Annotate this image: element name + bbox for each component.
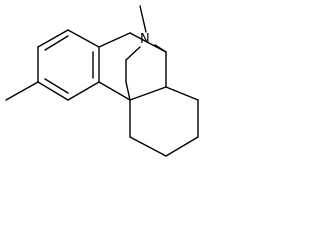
bond-aromatic-1	[37, 29, 69, 48]
bond-ring-ch2	[98, 32, 131, 48]
bond-aromatic-1-inner	[44, 35, 69, 51]
bond-aromatic-5	[37, 81, 69, 101]
nitrogen-atom-label: N	[140, 32, 150, 47]
bond-cyclohexane-5	[165, 86, 199, 101]
bond-ethano-quaternary	[125, 81, 131, 101]
bond-c14-quaternary	[129, 86, 167, 101]
bond-aryl-methyl	[5, 81, 39, 101]
bond-n-ethano	[125, 46, 141, 61]
chemical-structure-diagram: N	[5, 5, 199, 157]
bond-aromatic-2	[67, 29, 100, 48]
bond-n-methyl	[139, 5, 147, 33]
bond-cyclohexane-2	[129, 136, 167, 157]
bond-aromatic-quaternary	[98, 81, 131, 101]
bond-c9-n	[154, 44, 167, 53]
bond-aromatic-4	[67, 81, 100, 101]
aromatic-ring	[37, 29, 100, 101]
bridged-ring-system	[98, 5, 167, 101]
bond-cyclohexane-3	[165, 136, 199, 157]
bond-aromatic-5-inner	[44, 78, 69, 94]
cyclohexane-ring	[129, 86, 199, 157]
